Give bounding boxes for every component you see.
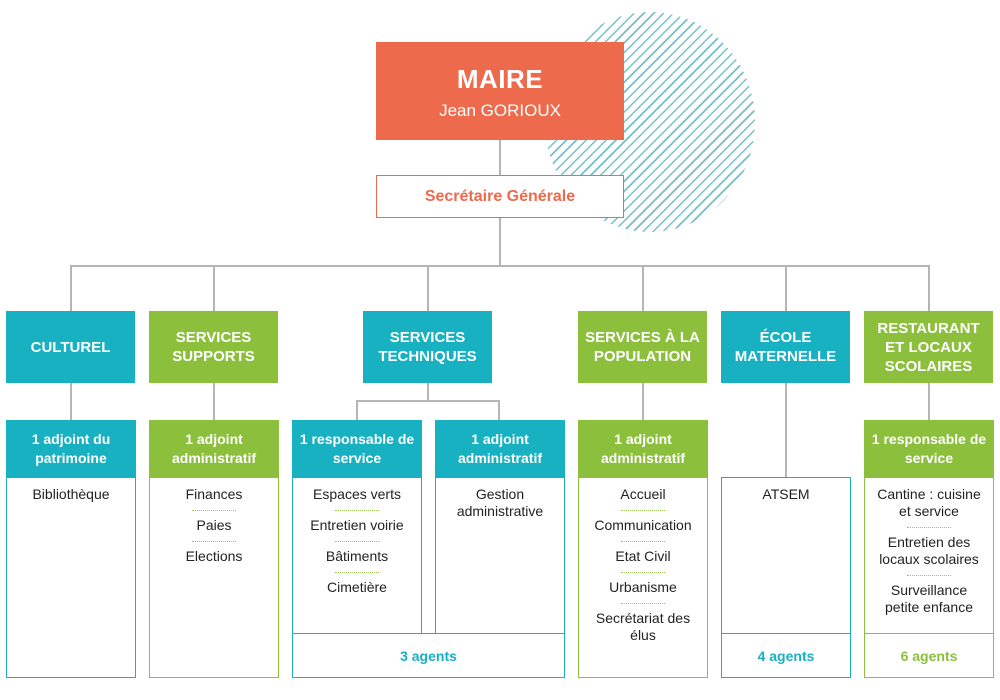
connector-line (642, 383, 644, 420)
dotted-separator (907, 527, 951, 528)
connector-line (213, 383, 215, 420)
connector-line (499, 140, 501, 175)
list-item: Bibliothèque (32, 486, 110, 502)
connector-line (499, 218, 501, 266)
restaurant-body: Cantine : cuisine et service Entretien d… (864, 477, 994, 634)
techniques-right-head: 1 adjoint administratif (435, 420, 565, 477)
list-item: Communication (594, 517, 692, 533)
dotted-separator (621, 541, 665, 542)
secretaire-generale-box: Secrétaire Générale (376, 175, 624, 218)
list-item: Etat Civil (615, 548, 671, 564)
dept-ecole-maternelle: ÉCOLE MATERNELLE (721, 311, 850, 383)
connector-line (427, 383, 429, 401)
connector-line (356, 400, 358, 420)
techniques-left-body: Espaces verts Entretien voirie Bâtiments… (292, 477, 422, 634)
maire-title: MAIRE (456, 64, 544, 94)
list-item: Cimetière (327, 579, 387, 595)
restaurant-head: 1 responsable de service (864, 420, 994, 477)
list-item: Paies (196, 517, 232, 533)
connector-line (785, 383, 787, 478)
dotted-separator (335, 572, 379, 573)
dotted-separator (907, 575, 951, 576)
connector-line (642, 265, 644, 311)
connector-line (70, 265, 72, 311)
list-item: Entretien voirie (310, 517, 404, 533)
list-item: Urbanisme (609, 579, 677, 595)
population-head: 1 adjoint administratif (578, 420, 708, 477)
maire-box: MAIRE Jean GORIOUX (376, 42, 624, 140)
connector-line (928, 383, 930, 420)
connector-line (928, 265, 930, 311)
dotted-separator (621, 510, 665, 511)
connector-line (213, 265, 215, 311)
list-item: Secrétariat des élus (595, 610, 691, 643)
list-item: Entretien des locaux scolaires (879, 534, 979, 567)
ecole-body: ATSEM (721, 477, 851, 634)
list-item: Cantine : cuisine et service (877, 486, 981, 519)
list-item: Bâtiments (325, 548, 389, 564)
connector-line (498, 400, 500, 420)
techniques-left-head: 1 responsable de service (292, 420, 422, 477)
connector-line (785, 265, 787, 311)
ecole-agents-count: 4 agents (721, 633, 851, 678)
techniques-agents-count: 3 agents (292, 633, 565, 678)
dotted-separator (335, 510, 379, 511)
techniques-right-body: Gestion administrative (435, 477, 565, 634)
dept-restaurant-locaux: RESTAURANT ET LOCAUX SCOLAIRES (864, 311, 993, 383)
connector-line (356, 400, 500, 402)
list-item: ATSEM (762, 486, 810, 502)
connector-line (70, 383, 72, 420)
dotted-separator (192, 510, 236, 511)
dept-services-supports: SERVICES SUPPORTS (149, 311, 278, 383)
dept-culturel: CULTUREL (6, 311, 135, 383)
supports-body: Finances Paies Elections (149, 477, 279, 678)
list-item: Surveillance petite enfance (885, 582, 973, 615)
supports-head: 1 adjoint administratif (149, 420, 279, 477)
dotted-separator (335, 541, 379, 542)
dept-services-techniques: SERVICES TECHNIQUES (363, 311, 492, 383)
list-item: Espaces verts (313, 486, 401, 502)
list-item: Accueil (620, 486, 666, 502)
connector-line (70, 265, 930, 267)
population-body: Accueil Communication Etat Civil Urbanis… (578, 477, 708, 678)
maire-name: Jean GORIOUX (439, 101, 561, 120)
dotted-separator (621, 572, 665, 573)
dotted-separator (621, 603, 665, 604)
list-item: Elections (185, 548, 243, 564)
dept-services-population: SERVICES À LA POPULATION (578, 311, 707, 383)
culturel-head: 1 adjoint du patrimoine (6, 420, 136, 477)
list-item: Finances (185, 486, 243, 502)
list-item: Gestion administrative (456, 486, 544, 519)
dotted-separator (192, 541, 236, 542)
connector-line (427, 265, 429, 311)
culturel-body: Bibliothèque (6, 477, 136, 678)
restaurant-agents-count: 6 agents (864, 633, 994, 678)
